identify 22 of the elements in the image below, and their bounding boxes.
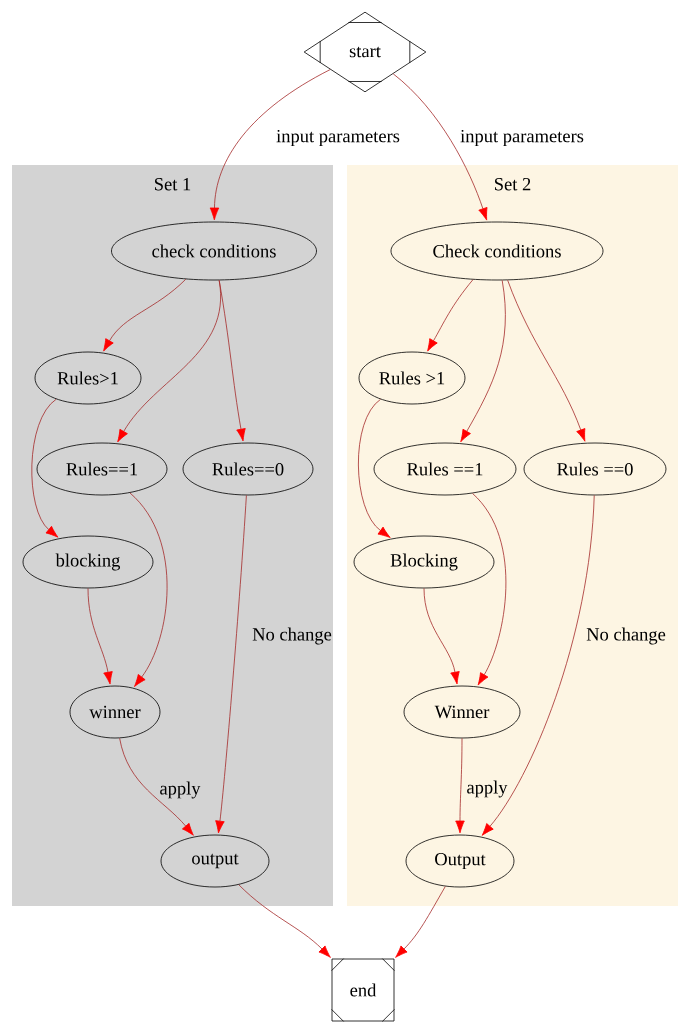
arrow bbox=[129, 492, 168, 687]
arrow bbox=[460, 279, 506, 443]
arrow bbox=[103, 278, 187, 352]
arrow bbox=[209, 69, 331, 221]
end-square: end bbox=[331, 958, 395, 1022]
arrow bbox=[218, 279, 246, 442]
arrow bbox=[238, 884, 331, 958]
arrow bbox=[215, 495, 247, 834]
arrow bbox=[507, 279, 586, 442]
arrow bbox=[423, 588, 460, 685]
edge-label: input parameters bbox=[275, 128, 401, 148]
arrow bbox=[427, 279, 474, 352]
arrow bbox=[481, 495, 595, 836]
arrow bbox=[87, 588, 113, 685]
arrow bbox=[119, 737, 194, 836]
edge-label: input parameters bbox=[459, 128, 585, 148]
arrow bbox=[395, 886, 446, 958]
arrow bbox=[455, 738, 465, 834]
arrow bbox=[472, 493, 507, 686]
arrow bbox=[392, 73, 488, 221]
arrow bbox=[358, 398, 391, 538]
arrow bbox=[31, 398, 59, 538]
